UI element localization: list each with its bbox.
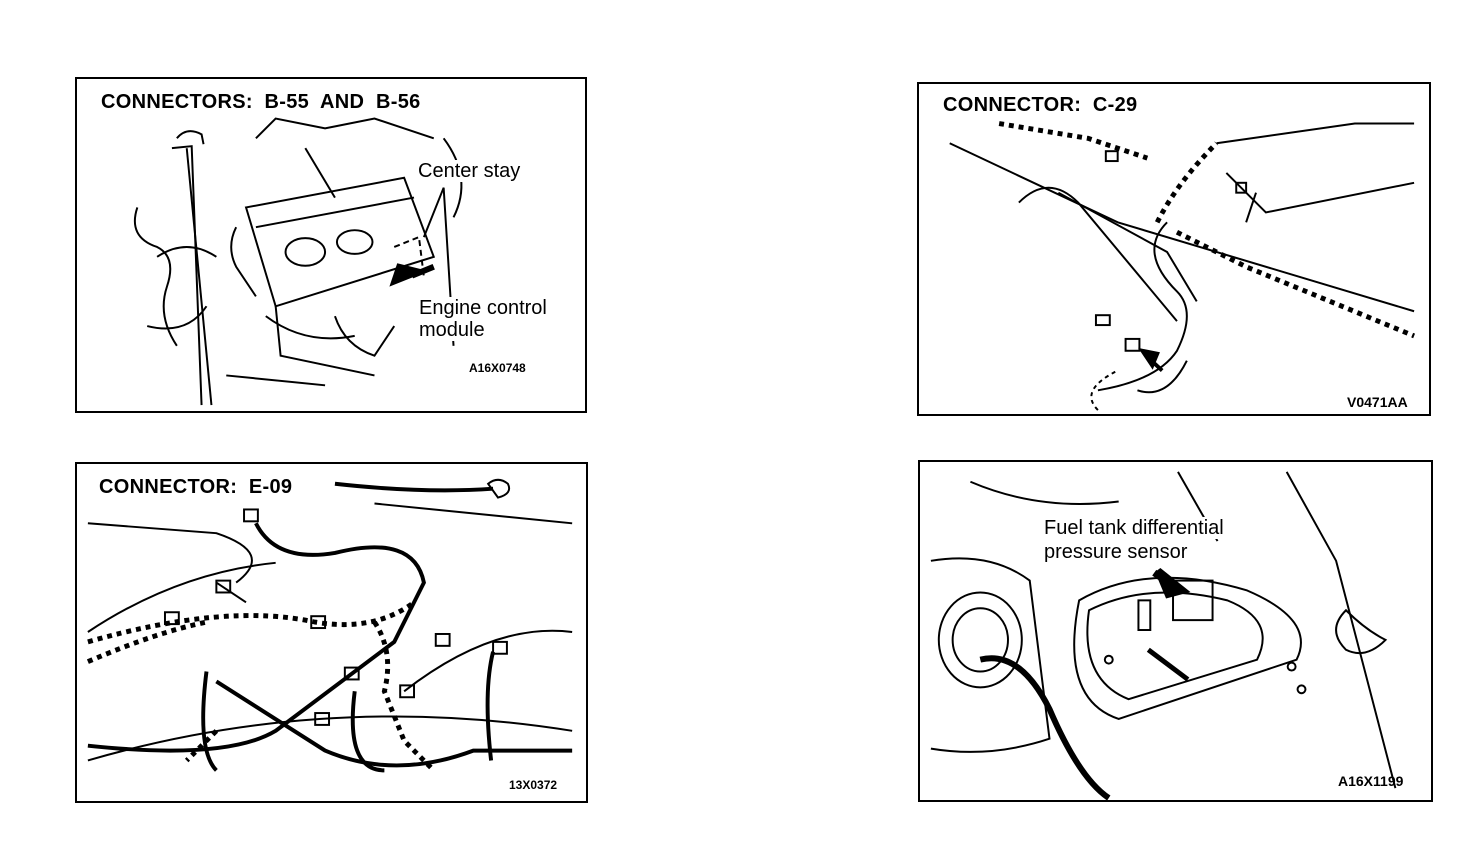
harness-illustration <box>86 478 573 773</box>
panel-heading: CONNECTOR: C-29 <box>941 94 1140 117</box>
figure-code: V0471AA <box>1347 394 1408 410</box>
callout-ecm-line1: Engine control <box>419 297 547 319</box>
callout-sensor-line1: Fuel tank differential <box>1044 517 1224 539</box>
callout-sensor-line2: pressure sensor <box>1044 541 1188 563</box>
callout-center-stay: Center stay <box>418 160 521 182</box>
harness-illustration <box>949 121 1416 411</box>
figure-code: 13X0372 <box>509 778 558 792</box>
figure-panel-c29: CONNECTOR: C-29 V0471AA <box>917 82 1431 416</box>
fuel-tank-illustration <box>930 471 1397 800</box>
panel-heading: CONNECTOR: E-09 <box>97 476 295 499</box>
figure-panel-fuel-sensor: Fuel tank differential pressure sensor A… <box>918 460 1433 802</box>
figure-code: A16X1199 <box>1338 773 1404 789</box>
callout-ecm-line2: module <box>419 319 485 341</box>
figure-code: A16X0748 <box>469 361 526 375</box>
figure-panel-e09: CONNECTOR: E-09 13X0372 <box>75 462 588 803</box>
figure-panel-b55-b56: CONNECTORS: B-55 AND B-56 Center stay En… <box>75 77 587 413</box>
panel-heading: CONNECTORS: B-55 AND B-56 <box>99 91 423 114</box>
